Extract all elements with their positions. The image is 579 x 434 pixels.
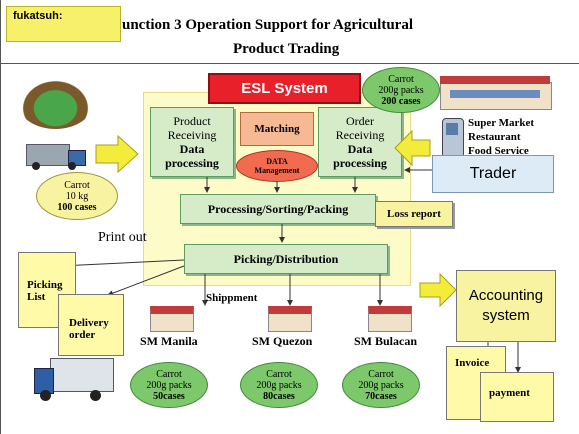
header-divider: [0, 63, 579, 64]
store-name-quezon: SM Quezon: [252, 334, 312, 349]
store-carrot-quezon-l1: Carrot: [266, 368, 292, 380]
picking-list-l1: Picking: [27, 279, 63, 291]
supermarket-image: [440, 72, 552, 112]
invoice-label: Invoice: [455, 357, 490, 369]
accounting-l2: system: [482, 307, 530, 324]
carrot-order-ellipse: Carrot 200g packs 200 cases: [362, 67, 440, 113]
payment-doc: payment: [480, 372, 554, 422]
carrot-supply-l2: 10 kg: [65, 190, 89, 202]
store-image-manila: [150, 306, 194, 332]
esl-system-banner: ESL System: [208, 73, 361, 104]
print-out-text: Print out: [98, 230, 147, 245]
processing-label: Processing/Sorting/Packing: [207, 201, 349, 216]
page-title-line2: Product Trading: [233, 41, 340, 57]
customer-l1: Super Market: [468, 117, 535, 129]
store-carrot-manila-l1: Carrot: [156, 368, 182, 380]
product-receiving-l1: Product: [173, 114, 211, 128]
data-management-ellipse: DATA Management: [236, 150, 318, 182]
store-carrot-manila-l3: 50cases: [153, 390, 185, 402]
left-border: [0, 0, 1, 434]
picking-box: Picking/Distribution: [184, 244, 388, 274]
order-receiving-l3: Data: [347, 142, 373, 156]
data-management-l2: Management: [254, 166, 300, 175]
delivery-order-l1: Delivery: [69, 317, 109, 329]
data-management-l1: DATA: [266, 157, 288, 166]
processing-box: Processing/Sorting/Packing: [180, 194, 376, 224]
store-carrot-bulacan: Carrot 200g packs 70cases: [342, 362, 420, 408]
order-receiving-box: Order Receiving Data processing: [318, 107, 402, 177]
author-tag-text: fukatsuh:: [13, 10, 63, 22]
delivery-order-doc: Delivery order: [58, 294, 124, 356]
store-name-manila-text: SM Manila: [140, 334, 198, 348]
store-carrot-manila-l2: 200g packs: [146, 379, 192, 391]
page-title-2: Product Trading: [233, 41, 339, 58]
author-tag: fukatsuh:: [6, 6, 121, 42]
store-image-quezon: [268, 306, 312, 332]
payment-label: payment: [489, 387, 530, 399]
store-carrot-quezon: Carrot 200g packs 80cases: [240, 362, 318, 408]
customer-l3: Food Service: [468, 145, 529, 157]
matching-label: Matching: [254, 123, 300, 135]
carrot-order-l1: Carrot: [388, 73, 414, 85]
product-receiving-l2: Receiving: [167, 128, 217, 142]
trader-label: Trader: [469, 165, 517, 182]
picking-label: Picking/Distribution: [233, 251, 339, 266]
shippment-text: Shippment: [206, 292, 258, 304]
carrot-supply-l1: Carrot: [64, 179, 90, 191]
store-image-bulacan: [368, 306, 412, 332]
store-carrot-manila: Carrot 200g packs 50cases: [130, 362, 208, 408]
store-name-bulacan: SM Bulacan: [354, 334, 417, 349]
carrot-supply-l3: 100 cases: [57, 201, 97, 213]
shippment-label: Shippment: [206, 292, 257, 304]
loss-report-label: Loss report: [387, 208, 441, 220]
carrot-order-l2: 200g packs: [378, 84, 424, 96]
truck-image-top: [26, 142, 86, 170]
print-out-label: Print out: [98, 230, 147, 246]
trader-box: Trader: [432, 155, 554, 193]
page-title: unction 3 Operation Support for Agricult…: [122, 17, 413, 34]
store-carrot-bulacan-l2: 200g packs: [358, 379, 404, 391]
store-carrot-bulacan-l1: Carrot: [368, 368, 394, 380]
store-carrot-bulacan-l3: 70cases: [365, 390, 397, 402]
store-carrot-quezon-l3: 80cases: [263, 390, 295, 402]
accounting-l1: Accounting: [468, 287, 544, 304]
phone-image: [442, 118, 464, 158]
carrot-supply-ellipse: Carrot 10 kg 100 cases: [36, 172, 118, 220]
customer-labels: Super Market Restaurant Food Service: [468, 116, 534, 158]
product-receiving-l3: Data: [179, 142, 205, 156]
esl-system-label: ESL System: [241, 80, 328, 97]
order-receiving-l4: processing: [333, 156, 387, 170]
page-title-line1: unction 3 Operation Support for Agricult…: [122, 17, 413, 33]
store-name-quezon-text: SM Quezon: [252, 334, 313, 348]
loss-report-box: Loss report: [375, 201, 453, 227]
customer-l2: Restaurant: [468, 131, 521, 143]
product-receiving-l4: processing: [165, 156, 219, 170]
picking-list-l2: List: [27, 291, 46, 303]
order-receiving-l1: Order: [346, 114, 374, 128]
carrot-order-l3: 200 cases: [381, 95, 421, 107]
matching-box: Matching: [240, 112, 314, 146]
store-name-manila: SM Manila: [140, 334, 198, 349]
accounting-system-box: Accounting system: [456, 270, 556, 342]
product-receiving-box: Product Receiving Data processing: [150, 107, 234, 177]
truck-image-bottom: [34, 358, 114, 402]
carrot-field-image: [18, 77, 93, 129]
order-receiving-l2: Receiving: [335, 128, 385, 142]
delivery-order-l2: order: [69, 329, 96, 341]
store-name-bulacan-text: SM Bulacan: [354, 334, 418, 348]
store-carrot-quezon-l2: 200g packs: [256, 379, 302, 391]
